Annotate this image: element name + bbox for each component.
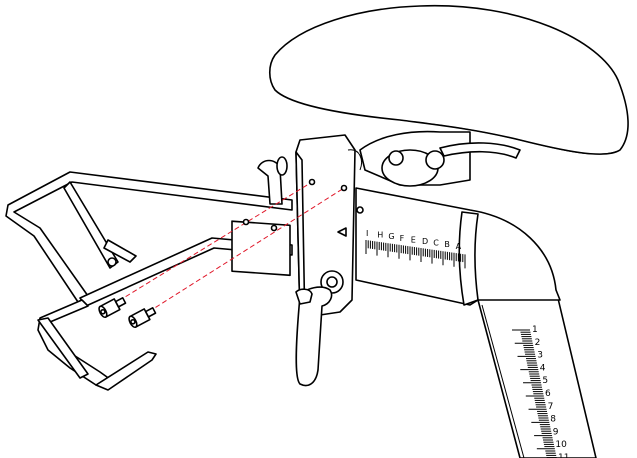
handlebar-frame-icon (5, 156, 293, 391)
scale-letter: A (456, 242, 462, 251)
scale-letter: I (366, 229, 368, 238)
scale-letter: F (400, 234, 405, 243)
scale-number: 5 (542, 376, 548, 386)
scale-number: 4 (540, 363, 546, 373)
scale-number: 9 (553, 427, 559, 437)
quick-release-lever-icon (295, 270, 344, 387)
seat-post-icon: 1 2 3 4 5 6 7 8 9 10 11 (477, 289, 597, 458)
scale-number: 11 (558, 453, 569, 458)
scale-letter: D (422, 237, 428, 246)
bolt-icon (98, 297, 157, 329)
alignment-guide-icon (111, 178, 348, 317)
scale-number: 8 (550, 415, 556, 425)
scale-letter: B (444, 240, 450, 249)
scale-number: 6 (545, 389, 551, 399)
scale-number: 10 (555, 440, 567, 450)
scale-letter: H (377, 231, 383, 240)
scale-letter: C (433, 239, 439, 248)
scale-number: 1 (532, 325, 538, 335)
scale-number: 3 (537, 351, 543, 361)
scale-number: 2 (535, 338, 541, 348)
scale-number: 7 (548, 402, 554, 412)
scale-letter: E (411, 235, 416, 244)
saddle-icon (268, 4, 629, 187)
vertical-scale: 1 2 3 4 5 6 7 8 9 10 11 (512, 325, 569, 458)
scale-letter: G (388, 232, 394, 241)
